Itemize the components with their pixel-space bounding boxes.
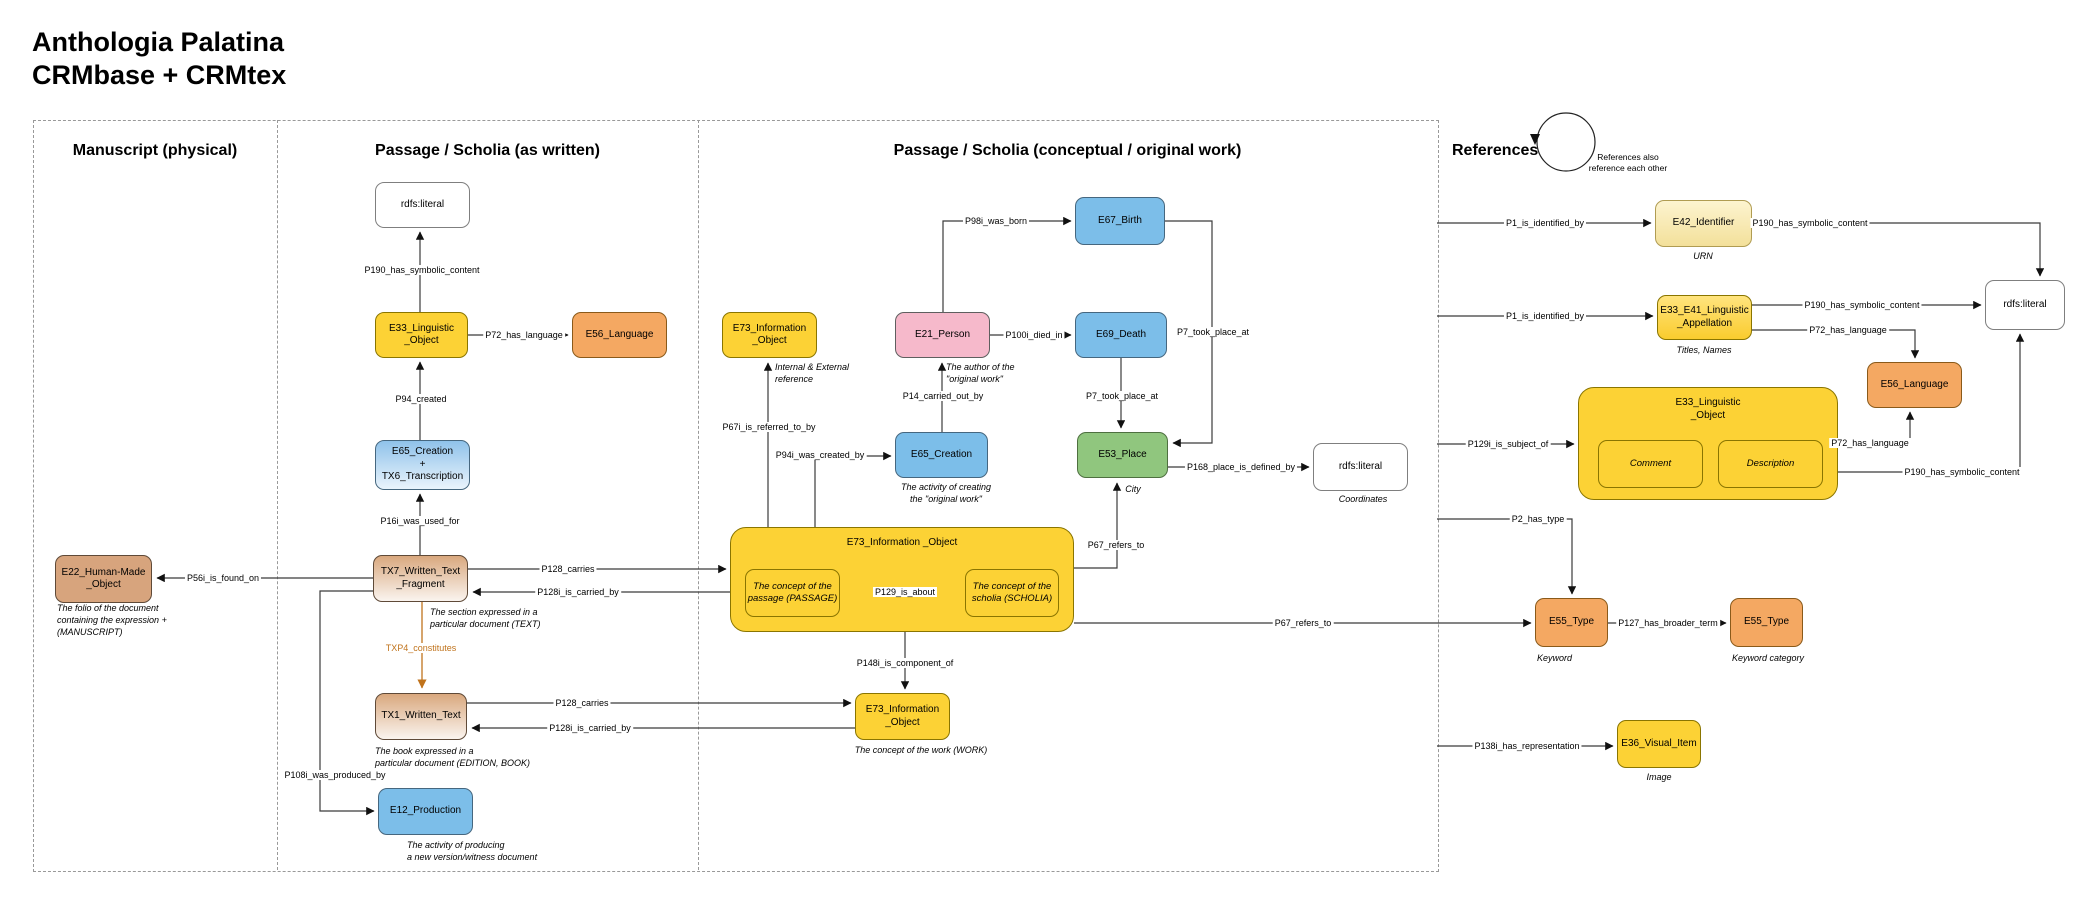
divider-manuscript-written — [277, 120, 278, 870]
section-header-references: References — [1452, 142, 1539, 159]
edge-label-p7-took-place-at-birth: P7_took_place_at — [1174, 327, 1252, 337]
node-e12-production: E12_Production — [378, 788, 473, 835]
edge-label-p56i-is-found-on: P56i_is_found_on — [184, 573, 262, 583]
edge-label-p67-refers-to-place: P67_refers_to — [1085, 540, 1147, 550]
caption-e42-identifier: URN — [1693, 251, 1713, 261]
edge-label-p138i-has-representation: P138i_has_representation — [1472, 741, 1582, 751]
page-title-line1: Anthologia Palatina — [32, 27, 285, 57]
node-e65-creation-conceptual: E65_Creation — [895, 432, 988, 478]
section-header-conceptual: Passage / Scholia (conceptual / original… — [893, 142, 1242, 159]
node-description: Description — [1718, 440, 1823, 488]
node-e33-linguistic-object-written: E33_Linguistic _Object — [375, 312, 468, 358]
caption-e22-human-made-object: The folio of the document containing the… — [57, 603, 167, 637]
caption-rdfs-literal-coordinates: Coordinates — [1338, 494, 1388, 504]
section-header-manuscript: Manuscript (physical) — [72, 142, 238, 159]
node-scholia-concept: The concept of the scholia (SCHOLIA) — [965, 569, 1059, 617]
node-e36-visual-item: E36_Visual_Item — [1617, 720, 1701, 768]
node-e73-information-object-work: E73_Information _Object — [855, 693, 950, 740]
caption-e12-production: The activity of producing a new version/… — [407, 840, 538, 862]
caption-e33-e41-linguistic-appellation: Titles, Names — [1676, 345, 1732, 355]
node-e56-language-reference: E56_Language — [1867, 362, 1962, 408]
caption-tx1-written-text: The book expressed in a particular docum… — [375, 746, 531, 768]
edge-label-p128-carries-text: P128_carries — [553, 698, 611, 708]
node-comment: Comment — [1598, 440, 1703, 488]
edge-label-p94-created: P94_created — [393, 394, 449, 404]
node-tx7-written-text-fragment: TX7_Written_Text _Fragment — [373, 555, 468, 602]
caption-e21-person: The author of the "original work" — [946, 362, 1015, 384]
edge-label-p148i-is-component-of: P148i_is_component_of — [854, 658, 956, 668]
edge-label-p1-is-identified-by-urn: P1_is_identified_by — [1503, 218, 1587, 228]
edge-label-p128i-is-carried-by-text: P128i_is_carried_by — [547, 723, 633, 733]
edge-label-p2-has-type: P2_has_type — [1509, 514, 1567, 524]
caption-tx7-written-text-fragment: The section expressed in a particular do… — [430, 607, 541, 629]
edge-label-txp4-constitutes: TXP4_constitutes — [383, 643, 459, 653]
node-tx1-written-text: TX1_Written_Text — [375, 693, 467, 740]
edge-label-p72-has-language-written: P72_has_language — [483, 330, 565, 340]
edge-label-p127-has-broader-term: P127_has_broader_term — [1616, 618, 1720, 628]
edge-label-p1-is-identified-by-appellation: P1_is_identified_by — [1503, 311, 1587, 321]
edge-label-p128-carries-fragment: P128_carries — [539, 564, 597, 574]
node-rdfs-literal-coordinates: rdfs:literal — [1313, 443, 1408, 491]
caption-e73-information-object-reference: Internal & External reference — [775, 362, 850, 384]
node-e65-creation-tx6-transcription: E65_Creation + TX6_Transcription — [375, 440, 470, 490]
node-e21-person: E21_Person — [895, 312, 990, 358]
page-title: Anthologia Palatina CRMbase + CRMtex — [32, 26, 286, 92]
node-e42-identifier: E42_Identifier — [1655, 200, 1752, 247]
edge-label-p98i-was-born: P98i_was_born — [962, 216, 1030, 226]
edge-label-p94i-was-created-by: P94i_was_created_by — [773, 450, 867, 460]
caption-e65-creation-conceptual: The activity of creating the "original w… — [900, 482, 992, 504]
edge-label-p190-has-symbolic-content-appellation: P190_has_symbolic_content — [1802, 300, 1922, 310]
node-e56-language-written: E56_Language — [572, 312, 667, 358]
edge-label-p129-is-about: P129_is_about — [872, 587, 938, 597]
caption-e73-information-object-work: The concept of the work (WORK) — [854, 745, 988, 755]
edge-label-p100i-died-in: P100i_died_in — [1003, 330, 1065, 340]
edge-label-p190-has-symbolic-content-urn: P190_has_symbolic_content — [1750, 218, 1870, 228]
edge-label-p168-place-is-defined-by: P168_place_is_defined_by — [1184, 462, 1298, 472]
edge-label-p67i-is-referred-to-by: P67i_is_referred_to_by — [720, 422, 818, 432]
edge-label-p7-took-place-at-death: P7_took_place_at — [1083, 391, 1161, 401]
edge-label-p72-has-language-description: P72_has_language — [1829, 438, 1911, 448]
caption-e53-place: City — [1125, 484, 1141, 494]
edge-label-p72-has-language-appellation: P72_has_language — [1807, 325, 1889, 335]
edge-label-p190-has-symbolic-content-description: P190_has_symbolic_content — [1902, 467, 2022, 477]
caption-e36-visual-item: Image — [1646, 772, 1672, 782]
self-reference-note: References also reference each other — [1588, 152, 1668, 173]
divider-written-conceptual — [698, 120, 699, 870]
section-header-written: Passage / Scholia (as written) — [375, 142, 600, 159]
node-rdfs-literal-written: rdfs:literal — [375, 182, 470, 228]
edge-label-p108i-was-produced-by: P108i_was_produced_by — [282, 770, 388, 780]
node-e67-birth: E67_Birth — [1075, 197, 1165, 245]
node-e55-type-keyword-category: E55_Type — [1730, 598, 1803, 647]
edge-label-p129i-is-subject-of: P129i_is_subject_of — [1465, 439, 1551, 449]
edge-label-p16i-was-used-for: P16i_was_used_for — [378, 516, 462, 526]
node-e33-e41-linguistic-appellation: E33_E41_Linguistic _Appellation — [1657, 295, 1752, 340]
node-e22-human-made-object: E22_Human-Made _Object — [55, 555, 152, 603]
node-e69-death: E69_Death — [1075, 312, 1167, 358]
node-passage-concept: The concept of the passage (PASSAGE) — [745, 569, 840, 617]
page-title-line2: CRMbase + CRMtex — [32, 60, 287, 90]
diagram-frame — [33, 120, 1439, 872]
edge-label-p14-carried-out-by: P14_carried_out_by — [900, 391, 986, 401]
caption-e55-type-keyword-category: Keyword category — [1732, 653, 1805, 663]
caption-e55-type-keyword: Keyword — [1537, 653, 1573, 663]
edge-label-p128i-is-carried-by-fragment: P128i_is_carried_by — [535, 587, 621, 597]
node-e55-type-keyword: E55_Type — [1535, 598, 1608, 647]
node-rdfs-literal-reference: rdfs:literal — [1985, 280, 2065, 330]
edge-label-p67-refers-to-keyword: P67_refers_to — [1272, 618, 1334, 628]
node-e73-information-object-reference: E73_Information _Object — [722, 312, 817, 358]
node-e53-place: E53_Place — [1077, 432, 1168, 478]
edge-label-p190-has-symbolic-content-written: P190_has_symbolic_content — [362, 265, 482, 275]
